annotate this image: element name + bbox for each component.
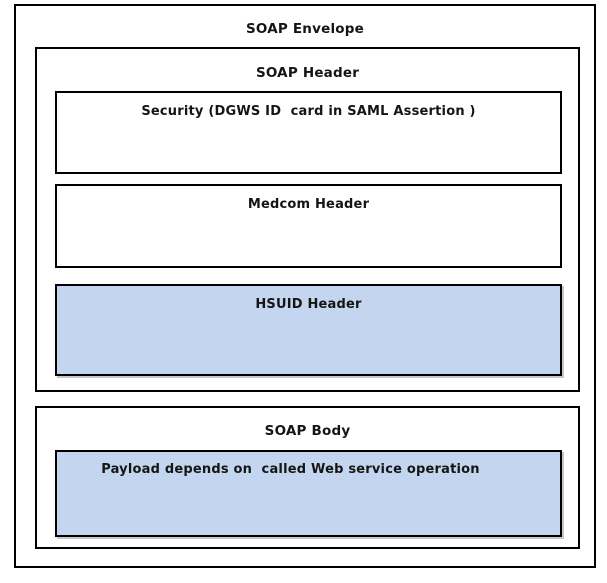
soap-header-box: SOAP Header Security (DGWS ID card in SA… [35, 47, 580, 392]
hsuid-header-block: HSUID Header [55, 284, 562, 376]
soap-envelope-box: SOAP Envelope SOAP Header Security (DGWS… [14, 4, 596, 568]
soap-body-box: SOAP Body Payload depends on called Web … [35, 406, 580, 549]
payload-block: Payload depends on called Web service op… [55, 450, 562, 537]
security-block: Security (DGWS ID card in SAML Assertion… [55, 91, 562, 174]
soap-header-label: SOAP Header [255, 65, 360, 81]
payload-block-label: Payload depends on called Web service op… [101, 462, 480, 477]
medcom-header-block: Medcom Header [55, 184, 562, 268]
security-block-label: Security (DGWS ID card in SAML Assertion… [141, 104, 476, 119]
soap-envelope-label: SOAP Envelope [246, 21, 364, 37]
hsuid-header-block-label: HSUID Header [255, 297, 362, 312]
soap-body-label: SOAP Body [264, 423, 351, 439]
medcom-header-block-label: Medcom Header [247, 197, 370, 212]
